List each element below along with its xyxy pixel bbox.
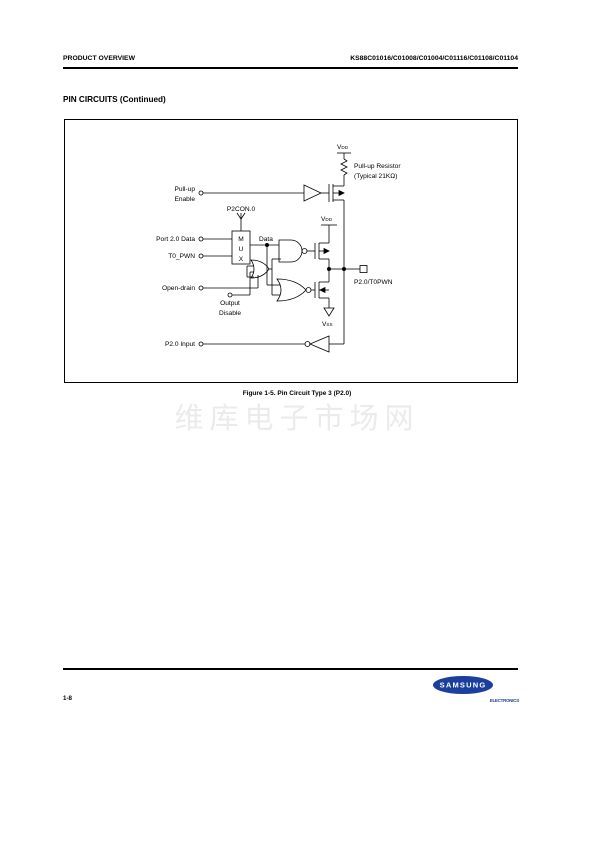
pullup-buffer <box>303 184 322 202</box>
figure-caption: Figure 1-5. Pin Circuit Type 3 (P2.0) <box>242 390 352 397</box>
data-label: Data <box>259 236 273 243</box>
samsung-logo: SAMSUNG ELECTRONICS <box>433 676 520 703</box>
port-data-label: Port 2.0 Data <box>156 236 195 243</box>
pin-name-label: P2.0/T0PWN <box>354 279 393 286</box>
port-data-terminal <box>198 236 204 242</box>
mux-block <box>231 230 251 265</box>
svg-text:M: M <box>238 236 244 243</box>
open-drain-terminal <box>198 285 204 291</box>
section-title: PIN CIRCUITS (Continued) <box>63 95 166 104</box>
vss-symbol <box>323 307 335 317</box>
pullup-enable-label-1: Pull-up <box>174 186 195 193</box>
lower-nor-gate <box>276 278 307 302</box>
pullup-enable-terminal <box>198 190 204 196</box>
output-disable-label-2: Disable <box>219 310 241 317</box>
vdd-top-label: VDD <box>337 144 349 151</box>
open-drain-label: Open-drain <box>162 285 195 292</box>
pad-terminal <box>359 265 368 273</box>
output-disable-terminal <box>227 292 233 298</box>
t0-pwn-terminal <box>198 253 204 259</box>
p2con-label: P2CON.0 <box>227 206 256 213</box>
svg-text:ELECTRONICS: ELECTRONICS <box>490 698 520 703</box>
p20-input-terminal <box>198 341 204 347</box>
pullup-resistor <box>340 158 348 176</box>
pin-circuit-schematic: VDD Pull-up Resistor (Typical 21KΩ) Pull… <box>156 144 401 353</box>
open-drain-or-gate <box>250 259 270 279</box>
header-rule <box>63 67 518 69</box>
header-section-name: PRODUCT OVERVIEW <box>63 55 136 62</box>
svg-text:X: X <box>239 256 244 263</box>
upper-nand-gate <box>278 239 303 263</box>
pullup-resistor-label: Pull-up Resistor <box>354 163 401 170</box>
t0-pwn-label: T0_PWN <box>168 253 195 260</box>
p20-input-label: P2.0 Input <box>165 341 195 348</box>
footer-rule <box>63 668 518 670</box>
pullup-enable-label-2: Enable <box>174 196 195 203</box>
output-disable-label-1: Output <box>220 300 240 307</box>
svg-text:U: U <box>239 246 244 253</box>
svg-text:SAMSUNG: SAMSUNG <box>440 681 487 690</box>
vdd-mid-label: VDD <box>321 216 333 223</box>
watermark: 维库电子市场网 <box>174 401 420 435</box>
header-part-numbers: KS88C01016/C01008/C01004/C01116/C01108/C… <box>350 55 518 62</box>
page-number: 1-8 <box>63 695 72 702</box>
figure-frame: VDD Pull-up Resistor (Typical 21KΩ) Pull… <box>64 119 518 383</box>
input-buffer <box>308 335 330 353</box>
pullup-typical-label: (Typical 21KΩ) <box>354 173 397 180</box>
vss-label: VSS <box>322 321 333 328</box>
